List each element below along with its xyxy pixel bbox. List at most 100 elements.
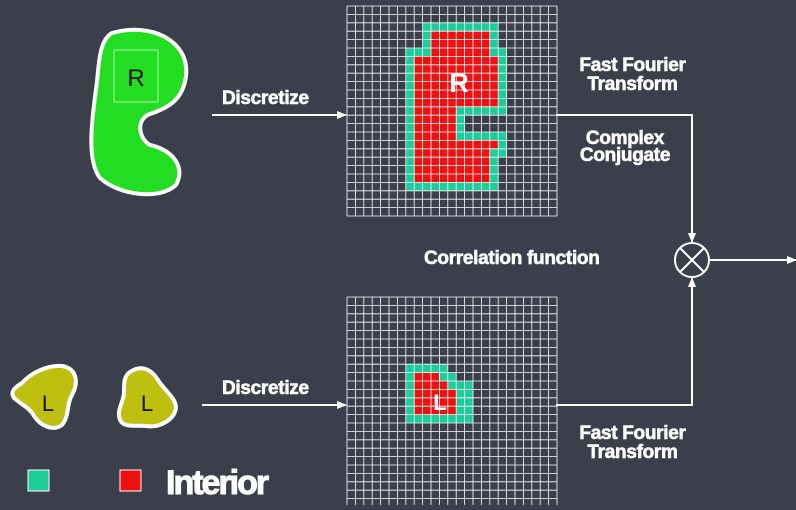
fft-label-top-line1: Fast Fourier	[579, 55, 686, 76]
grid-cell	[447, 157, 457, 166]
grid-cell	[405, 132, 415, 141]
grid-cell	[422, 115, 431, 124]
grid-cell	[456, 98, 465, 107]
grid-cell	[498, 81, 507, 90]
grid-cell	[439, 165, 448, 174]
grid-cell	[456, 157, 465, 166]
grid-cell	[431, 140, 440, 149]
grid-cell	[405, 364, 415, 373]
grid-cell	[422, 132, 431, 141]
grid-receptor-letter: R	[449, 68, 469, 98]
grid-cell	[439, 372, 448, 381]
grid-cell	[439, 381, 448, 390]
grid-cell	[431, 22, 440, 32]
grid-cell	[473, 64, 482, 74]
grid-cell	[456, 22, 465, 32]
grid-cell	[405, 165, 415, 174]
grid-cell	[456, 397, 465, 407]
grid-cell	[447, 406, 457, 415]
grid-cell	[405, 372, 415, 381]
grid-cell	[422, 148, 431, 158]
grid-cell	[464, 148, 473, 158]
grid-cell	[473, 48, 482, 57]
grid-cell	[405, 157, 415, 166]
grid-cell	[481, 132, 490, 141]
grid-cell	[414, 81, 423, 90]
discretize-label-bottom: Discretize	[222, 378, 310, 400]
grid-cell	[481, 48, 490, 57]
grid-cell	[405, 397, 415, 407]
grid-cell	[422, 381, 431, 390]
grid-cell	[473, 98, 482, 107]
grid-cell	[422, 389, 431, 398]
grid-cell	[489, 106, 499, 116]
grid-cell	[447, 381, 457, 390]
grid-cell	[481, 56, 490, 65]
grid-cell	[489, 31, 499, 40]
grid-cell	[473, 157, 482, 166]
grid-cell	[481, 81, 490, 90]
grid-cell	[447, 48, 457, 57]
grid-cell	[414, 90, 423, 99]
grid-cell	[456, 148, 465, 158]
grid-cell	[414, 372, 423, 381]
grid-cell	[439, 31, 448, 40]
grid-cell	[447, 372, 457, 381]
grid-cell	[439, 397, 448, 407]
grid-cell	[422, 406, 431, 415]
grid-cell	[422, 22, 431, 32]
grid-cell	[405, 56, 415, 65]
grid-cell	[464, 165, 473, 174]
fft-label-bottom-line1: Fast Fourier	[579, 423, 686, 444]
grid-cell	[456, 174, 465, 183]
grid-cell	[464, 414, 473, 423]
grid-cell	[414, 165, 423, 174]
ligand-letter-2: L	[141, 391, 153, 416]
grid-cell	[447, 165, 457, 174]
grid-cell	[489, 165, 499, 174]
grid-cell	[414, 64, 423, 74]
complex-conjugate-line1: Complex	[585, 128, 665, 149]
grid-cell	[473, 31, 482, 40]
grid-cell	[414, 148, 423, 158]
grid-cell	[414, 381, 423, 390]
grid-cell	[431, 39, 440, 48]
grid-cell	[464, 39, 473, 48]
grid-cell	[447, 182, 457, 191]
grid-cell	[447, 123, 457, 132]
receptor-letter: R	[127, 65, 144, 92]
grid-cell	[405, 148, 415, 158]
grid-cell	[456, 414, 465, 423]
grid-cell	[498, 106, 507, 116]
complex-conjugate-label: Complex Conjugate	[560, 128, 690, 166]
grid-cell	[439, 106, 448, 116]
grid-cell	[414, 389, 423, 398]
grid-cell	[431, 81, 440, 90]
grid-cell	[431, 31, 440, 40]
grid-cell	[456, 90, 465, 99]
grid-cell	[481, 106, 490, 116]
grid-cell	[405, 381, 415, 390]
grid-cell	[464, 140, 473, 149]
grid-cell	[456, 115, 465, 124]
grid-cell	[447, 56, 457, 65]
correlation-label: Correlation function	[424, 248, 600, 270]
grid-cell	[447, 39, 457, 48]
grid-cell	[481, 140, 490, 149]
grid-cell	[473, 174, 482, 183]
grid-cell	[489, 48, 499, 57]
grid-cell	[473, 182, 482, 191]
grid-cell	[414, 56, 423, 65]
grid-cell	[481, 148, 490, 158]
legend-interior-label: Interior	[165, 464, 269, 503]
grid-cell	[405, 81, 415, 90]
grid-cell	[489, 39, 499, 48]
grid-cell	[498, 64, 507, 74]
grid-cell	[456, 381, 465, 390]
grid-cell	[498, 73, 507, 82]
grid-cell	[431, 123, 440, 132]
grid-cell	[414, 157, 423, 166]
grid-cell	[439, 148, 448, 158]
grid-cell	[456, 106, 465, 116]
ligand-molecule-1: L	[10, 363, 78, 430]
